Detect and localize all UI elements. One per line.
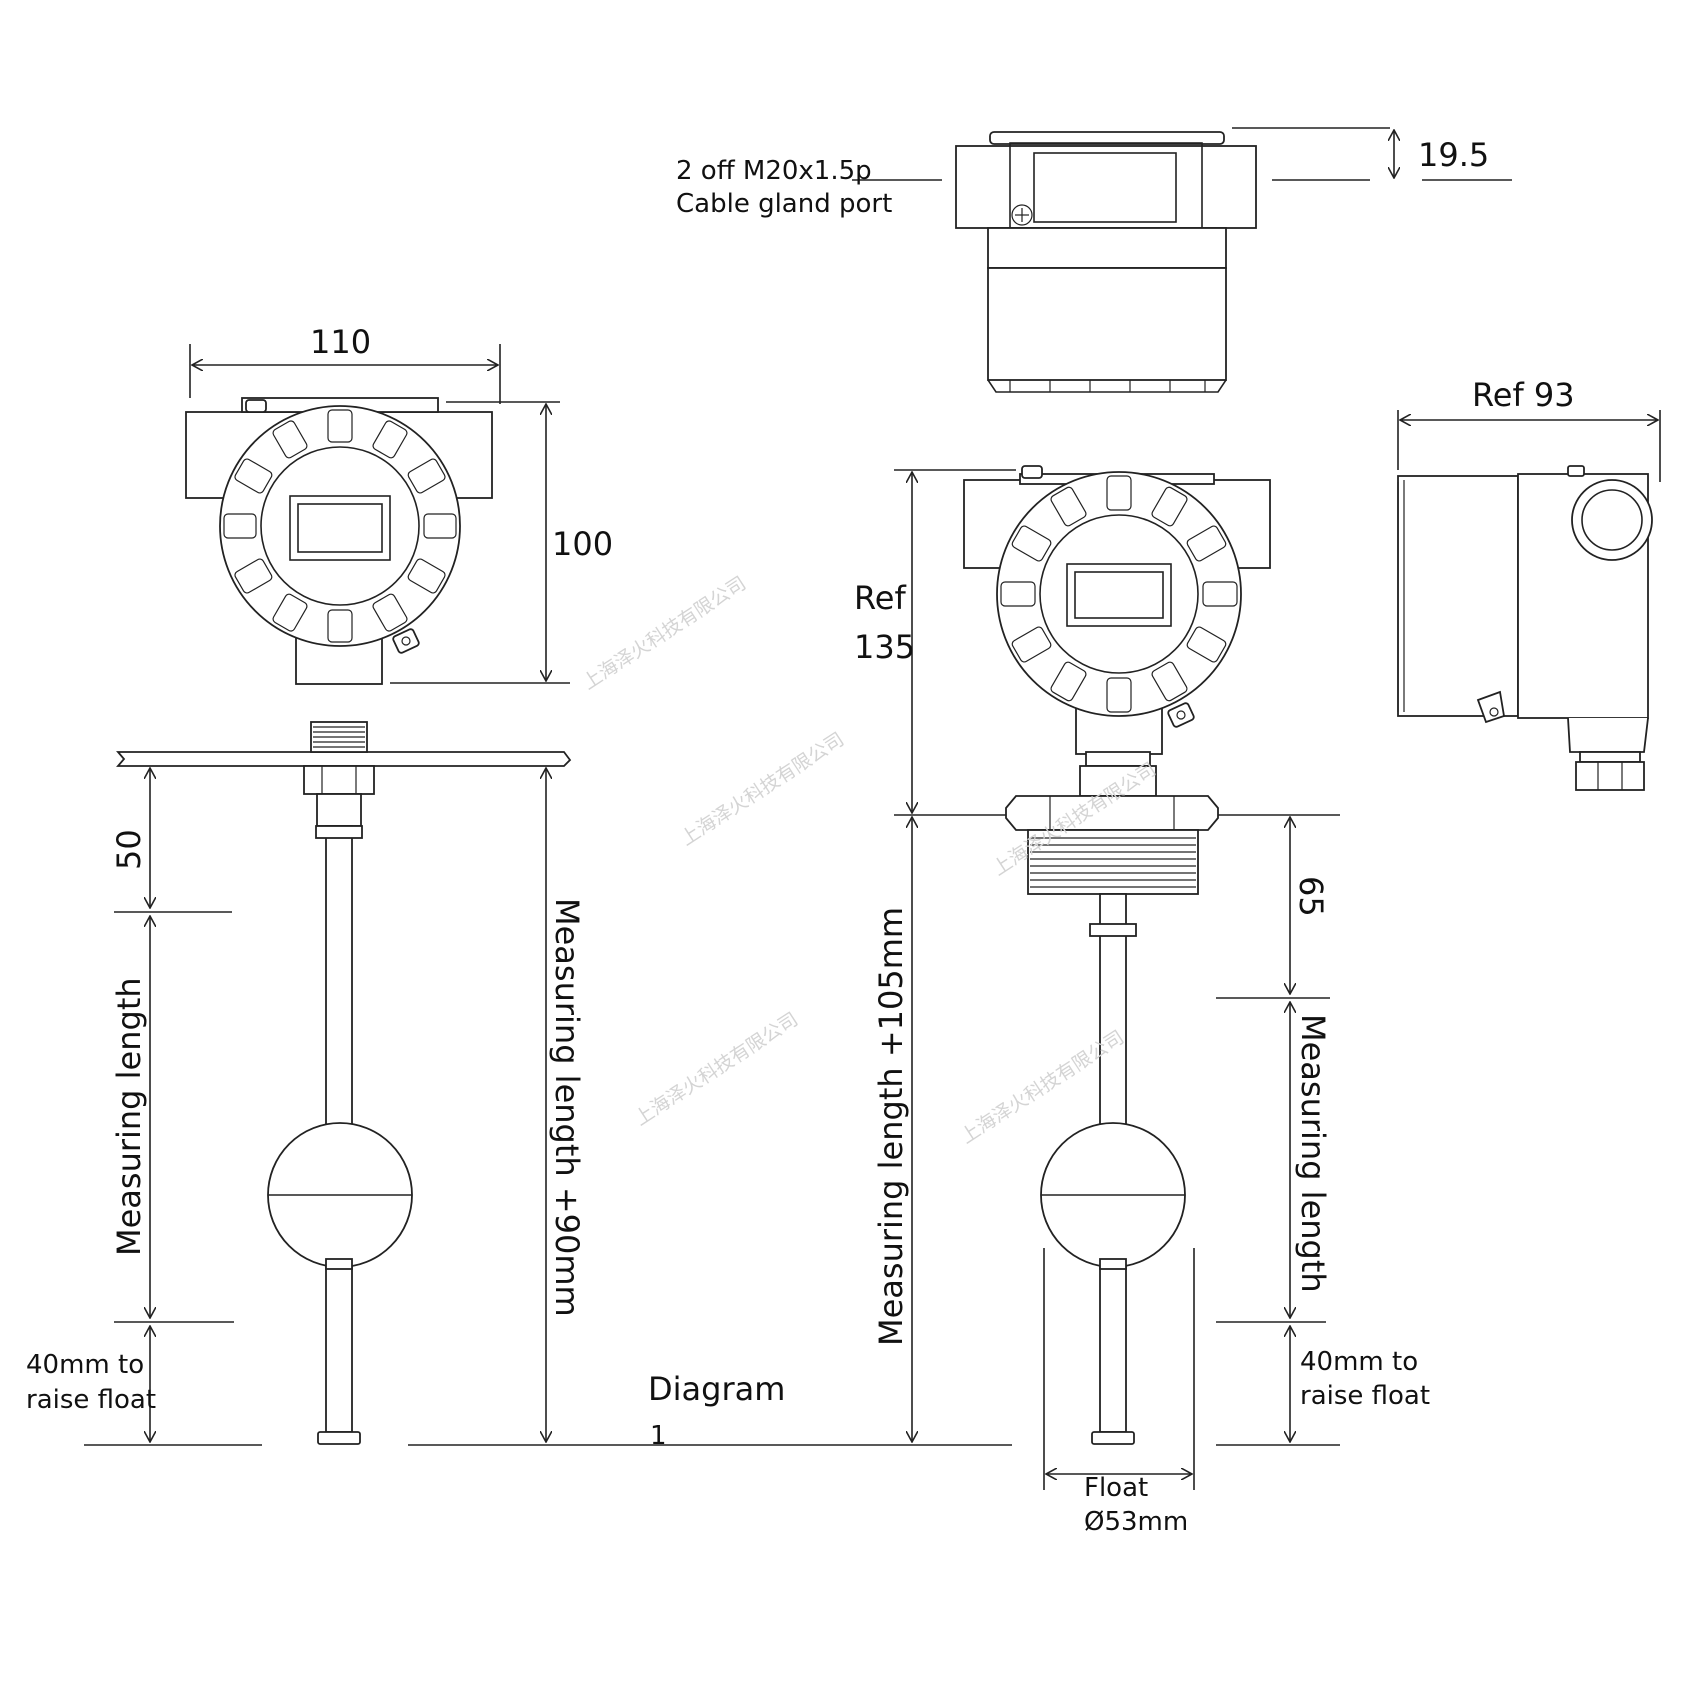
ref-93-label: Ref 93 [1472,376,1575,414]
ref-135-label-2: 135 [854,628,915,666]
process-connection-right [1005,751,1219,895]
housing-top-view [955,131,1257,393]
gland-port-callout: 2 off M20x1.5p Cable gland port [676,156,942,219]
probe-stem-right [1040,893,1186,1445]
housing-front-view-right [963,465,1271,755]
mounting-flange-left [116,721,572,827]
watermark: 上海泽火科技有限公司 [631,1008,802,1130]
housing-side-view [1397,465,1653,791]
probe-stem-left [267,825,413,1445]
dim-left-raise-float: 40mm to raise float [26,1326,262,1446]
float-label-2: Ø53mm [1084,1507,1188,1537]
dim-65-label: 65 [1292,876,1330,917]
gland-port-label-2: Cable gland port [676,189,892,219]
dim-100: 100 [390,401,613,684]
gland-port-label: 2 off M20x1.5p [676,156,872,186]
dim-right-raise-float: 40mm to raise float [1216,1326,1430,1446]
cover-ribs-left [223,409,457,643]
dim-100-label: 100 [552,525,613,563]
left-raise-label-1: 40mm to [26,1350,144,1380]
housing-front-view-left [185,397,493,685]
right-measuring-length-label: Measuring length [1294,1014,1332,1293]
left-total-length-label: Measuring length +90mm [548,898,586,1317]
dim-110: 110 [189,323,501,404]
dim-110-label: 110 [310,323,371,361]
watermark: 上海泽火科技有限公司 [677,728,848,850]
watermark: 上海泽火科技有限公司 [579,572,750,694]
left-raise-label-2: raise float [26,1385,156,1415]
diagram-label: Diagram [648,1370,785,1408]
dim-right-total-length: Measuring length +105mm [872,817,912,1442]
dim-float-diameter: Float Ø53mm [1043,1248,1195,1537]
ref-135-label-1: Ref [854,579,906,617]
right-raise-label-1: 40mm to [1300,1347,1418,1377]
dim-65: 65 [1216,814,1340,999]
diagram-caption: Diagram 1 [648,1370,785,1451]
dim-19-5: 19.5 [1232,127,1512,181]
dim-right-measuring-length: Measuring length [1216,1002,1332,1323]
dim-ref-135: Ref 135 [854,469,1016,816]
dim-50-label: 50 [110,829,148,870]
float-label-1: Float [1084,1473,1148,1503]
cover-ribs-right [1000,475,1238,713]
dim-50: 50 [110,768,232,913]
dim-19-5-label: 19.5 [1418,136,1489,174]
right-raise-label-2: raise float [1300,1381,1430,1411]
left-measuring-length-label: Measuring length [110,977,148,1256]
diagram-number: 1 [650,1421,667,1451]
dim-left-measuring-length: Measuring length [110,916,234,1323]
dim-ref-93: Ref 93 [1397,376,1661,482]
right-total-length-label: Measuring length +105mm [872,907,910,1346]
dim-left-total-length: Measuring length +90mm [546,768,586,1442]
